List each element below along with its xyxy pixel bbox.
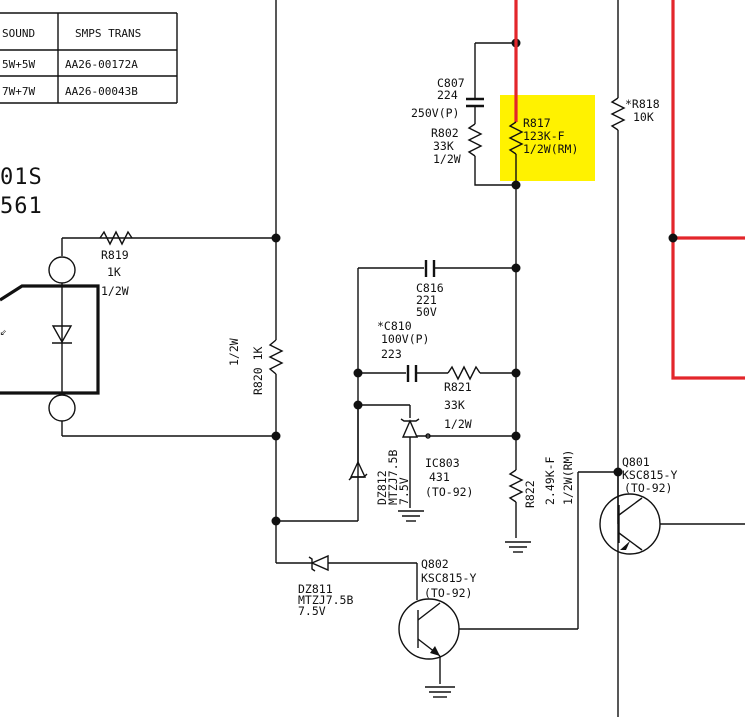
r817-value: 123K-F [523, 129, 565, 143]
sound-trans-table: SOUND SMPS TRANS 5W+5W AA26-00172A 7W+7W… [0, 12, 178, 104]
ic803-value: 431 [429, 470, 450, 484]
dz812-value: MTZJ7.5B [386, 450, 400, 505]
r818-resistor [610, 97, 626, 131]
c807-value: 224 [437, 88, 458, 102]
q801-ref: Q801 [622, 455, 650, 469]
r802-rating: 1/2W [433, 152, 461, 166]
r821-value: 33K [444, 398, 465, 412]
c807-capacitor [466, 97, 484, 108]
c810-rating: 223 [381, 347, 402, 361]
q802-ref: Q802 [421, 557, 449, 571]
c816-ref: C816 [416, 281, 444, 295]
table-cell: AA26-00172A [65, 58, 138, 71]
q802-transistor [398, 471, 618, 684]
dz812-ref: DZ812 [375, 470, 389, 505]
table-header-smps: SMPS TRANS [75, 27, 141, 40]
r817-ref: R817 [523, 116, 551, 130]
r802-value: 33K [433, 139, 454, 153]
optocoupler: ⇙ [0, 237, 276, 437]
dz811-ref: DZ811 [298, 582, 333, 596]
q801-transistor [599, 472, 745, 555]
dz811-value: MTZJ7.5B [298, 593, 353, 607]
r822-resistor [508, 469, 524, 503]
r802-ref: R802 [431, 126, 459, 140]
r821-resistor [447, 365, 481, 381]
c810-ref: *C810 [377, 319, 412, 333]
q801-value: KSC815-Y [622, 468, 677, 482]
ground-symbol [398, 510, 424, 522]
dz812-zener [348, 405, 368, 481]
dz812-rating: 7.5V [397, 477, 411, 505]
r821-rating: 1/2W [444, 417, 472, 431]
ic-label-top: 01S [0, 165, 43, 190]
svg-text:⇙: ⇙ [0, 324, 7, 338]
r821-ref: R821 [444, 380, 472, 394]
c816-value: 221 [416, 293, 437, 307]
r817-rating: 1/2W(RM) [523, 142, 578, 156]
ic-label-bottom: 561 [0, 194, 43, 219]
r820-resistor [268, 339, 284, 375]
r819-resistor [99, 230, 133, 246]
c816-rating: 50V [416, 305, 437, 319]
ground-symbol [425, 686, 455, 698]
ic803-package: (TO-92) [425, 485, 473, 499]
ic803-shunt-regulator [400, 418, 516, 508]
r802-resistor [467, 123, 483, 157]
dz811-zener [308, 554, 418, 600]
r822-ref: R822 [523, 480, 537, 508]
r822-rating: 1/2W(RM) [561, 450, 575, 505]
r817-resistor [508, 121, 524, 155]
table-header-sound: SOUND [2, 27, 35, 40]
c807-ref: C807 [437, 76, 465, 90]
r820-ref: R820 1K [251, 346, 265, 395]
r819-ref: R819 [101, 248, 129, 262]
table-cell: AA26-00043B [65, 85, 138, 98]
c810-value: 100V(P) [381, 332, 429, 346]
r819-value: 1K [107, 265, 121, 279]
q802-value: KSC815-Y [421, 571, 476, 585]
highlight-wire [671, 0, 745, 380]
r820-rating: 1/2W [227, 338, 241, 366]
ground-symbol [505, 541, 531, 553]
r818-ref: *R818 [625, 97, 660, 111]
q802-package: (TO-92) [424, 586, 472, 600]
table-cell: 7W+7W [2, 85, 35, 98]
ic803-ref: IC803 [425, 456, 460, 470]
r818-value: 10K [633, 110, 654, 124]
q801-package: (TO-92) [624, 481, 672, 495]
table-cell: 5W+5W [2, 58, 35, 71]
c810-capacitor [406, 365, 418, 382]
dz811-rating: 7.5V [298, 604, 326, 618]
c807-rating: 250V(P) [411, 106, 459, 120]
r822-value: 2.49K-F [543, 456, 557, 505]
r819-rating: 1/2W [101, 284, 129, 298]
c816-capacitor [424, 260, 516, 277]
